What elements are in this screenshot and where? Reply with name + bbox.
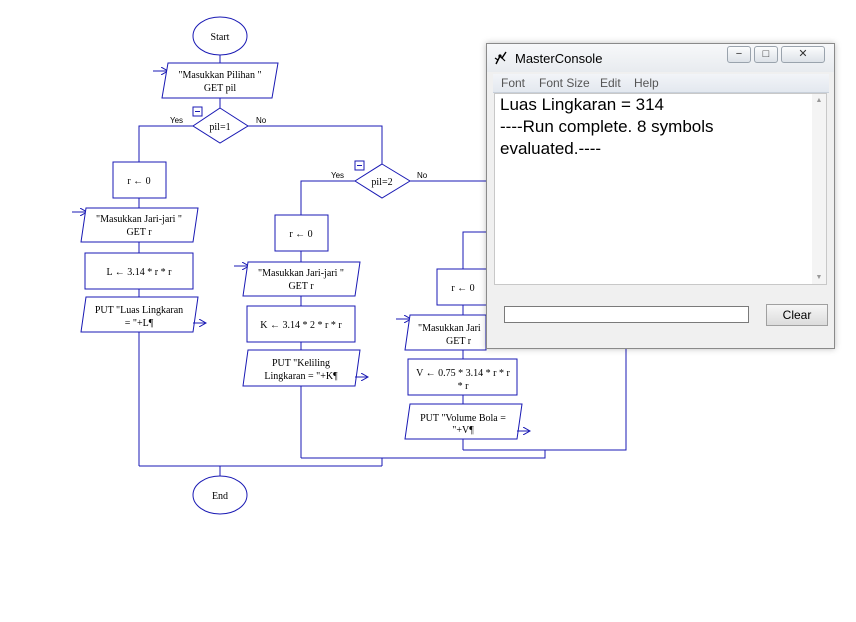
branch2-output-line1: PUT "Keliling	[272, 358, 330, 369]
branch3-assign[interactable]	[436, 268, 491, 306]
close-button[interactable]: ✕	[781, 46, 825, 63]
branch2-assign[interactable]	[274, 214, 329, 252]
branch1-calc-label: L ← 3.14 * r * r	[107, 267, 173, 278]
input-pilihan[interactable]	[161, 62, 279, 99]
branch1-input-line2: GET r	[126, 227, 152, 238]
branch2-output[interactable]	[242, 349, 361, 387]
branch1-assign-label: r ← 0	[127, 176, 150, 187]
master-console-window[interactable]: MasterConsole − □ ✕ Font Font Size Edit …	[486, 43, 835, 349]
branch3-calc-line1: V ← 0.75 * 3.14 * r * r	[416, 368, 510, 379]
menu-font-size[interactable]: Font Size	[539, 76, 590, 90]
window-title: MasterConsole	[515, 51, 603, 66]
close-icon: ✕	[798, 48, 808, 60]
input-pilihan-line1: "Masukkan Pilihan "	[178, 70, 261, 81]
branch3-output-line2: "+V¶	[452, 425, 474, 436]
branch2-input[interactable]	[242, 261, 361, 297]
output-line: evaluated.----	[500, 139, 602, 158]
end-label: End	[212, 491, 228, 502]
branch3-output[interactable]	[404, 403, 523, 440]
yes-label: Yes	[170, 116, 183, 125]
output-line: Luas Lingkaran = 314	[500, 95, 664, 114]
decision-pil2-label: pil=2	[371, 177, 392, 188]
branch2-calc[interactable]	[246, 305, 356, 343]
menu-font[interactable]: Font	[501, 76, 526, 90]
no-label: No	[256, 116, 267, 125]
scroll-up-icon[interactable]: ▲	[815, 97, 823, 104]
decision-pil1[interactable]	[192, 107, 249, 144]
end-terminal[interactable]	[192, 475, 248, 515]
console-input[interactable]	[504, 306, 749, 323]
branch1-output-line2: = "+L¶	[125, 318, 154, 329]
clear-button[interactable]: Clear	[766, 304, 828, 326]
maximize-icon: □	[762, 48, 770, 60]
console-output[interactable]: Luas Lingkaran = 314 ----Run complete. 8…	[494, 93, 827, 285]
vertical-scrollbar[interactable]: ▲ ▼	[812, 94, 826, 284]
branch1-calc[interactable]	[84, 252, 194, 290]
no-label: No	[417, 171, 428, 180]
branch1-output[interactable]	[80, 296, 199, 333]
branch2-calc-label: K ← 3.14 * 2 * r * r	[260, 320, 342, 331]
decision-pil2[interactable]	[354, 163, 411, 199]
branch2-assign-label: r ← 0	[289, 229, 312, 240]
decision-pil1-label: pil=1	[209, 122, 230, 133]
branch1-input[interactable]	[80, 207, 199, 243]
scroll-down-icon[interactable]: ▼	[815, 274, 823, 281]
branch3-output-line1: PUT "Volume Bola =	[420, 413, 506, 424]
input-pilihan-line2: GET pil	[204, 83, 237, 94]
menu-bar: Font Font Size Edit Help	[493, 74, 829, 93]
branch3-calc[interactable]	[407, 358, 518, 396]
yes-label: Yes	[331, 171, 344, 180]
app-icon	[494, 51, 507, 65]
branch2-input-line1: "Masukkan Jari-jari "	[258, 268, 344, 279]
branch3-input-line1: "Masukkan Jari	[418, 323, 481, 334]
branch3-input-line2: GET r	[446, 336, 472, 347]
branch3-calc-line2: * r	[458, 381, 470, 392]
output-line: ----Run complete. 8 symbols	[500, 117, 714, 136]
branch2-input-line2: GET r	[288, 281, 314, 292]
start-label: Start	[211, 32, 230, 43]
menu-edit[interactable]: Edit	[600, 76, 621, 90]
branch2-output-line2: Lingkaran = "+K¶	[264, 371, 338, 382]
branch1-output-line1: PUT "Luas Lingkaran	[95, 305, 183, 316]
branch3-assign-label: r ← 0	[451, 283, 474, 294]
maximize-button[interactable]: □	[754, 46, 778, 63]
branch1-input-line1: "Masukkan Jari-jari "	[96, 214, 182, 225]
title-bar[interactable]: MasterConsole − □ ✕	[487, 44, 834, 72]
minimize-button[interactable]: −	[727, 46, 751, 63]
menu-help[interactable]: Help	[634, 76, 659, 90]
branch3-input[interactable]	[404, 314, 487, 351]
minimize-icon: −	[735, 48, 743, 60]
